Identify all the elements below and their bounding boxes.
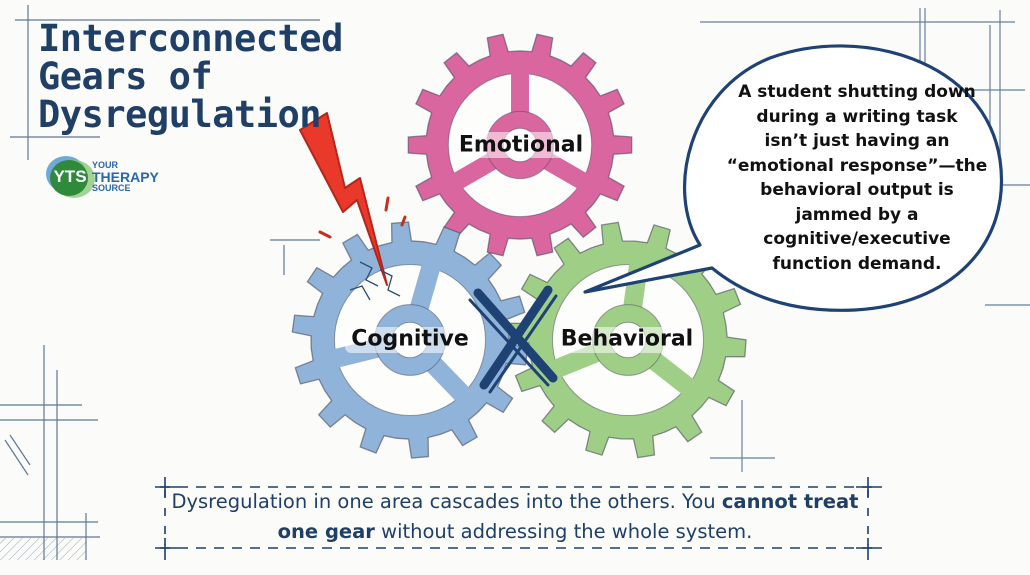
bubble-line: cognitive/executive [763, 229, 951, 249]
footer-box [155, 477, 882, 560]
blueprint-lines-bottom-left [0, 239, 320, 560]
bubble-line: function demand. [772, 253, 942, 274]
logo-mark-text: YTS [53, 167, 87, 186]
title-line: Gears of [38, 55, 213, 98]
gear-label-behavioral: Behavioral [560, 326, 694, 352]
bubble-line: A student shutting down [738, 82, 976, 102]
blueprint-lines-top-right [700, 8, 1030, 306]
page-title: Interconnected Gears of Dysregulation [38, 20, 343, 134]
yts-logo: YTS YOUR THERAPY SOURCE [44, 152, 174, 202]
bubble-line: behavioral output is [760, 180, 954, 200]
gear-emotional [407, 33, 633, 257]
title-line: Interconnected [38, 17, 343, 60]
logo-line3: SOURCE [92, 183, 131, 193]
gears-group [291, 33, 747, 459]
footer-text: Dysregulation in one area cascades into … [171, 490, 722, 513]
gear-cognitive [291, 221, 529, 459]
blueprint-lines-top-left [10, 5, 320, 160]
title-line: Dysregulation [38, 93, 322, 136]
bubble-line: during a writing task [756, 106, 958, 127]
speech-bubble-text: A student shutting down during a writing… [712, 80, 1002, 276]
logo-line2: THERAPY [92, 169, 159, 185]
bubble-line: “emotional response”—the [726, 155, 988, 176]
jam-x-mark [468, 285, 558, 394]
blueprint-crosshair-right [710, 400, 775, 472]
gear-label-emotional: Emotional [458, 132, 584, 158]
footer-caption: Dysregulation in one area cascades into … [160, 487, 870, 547]
gear-label-cognitive: Cognitive [351, 326, 469, 352]
gear-behavioral [509, 221, 747, 459]
bubble-line: isn’t just having an [764, 131, 950, 151]
lightning-bolt-icon [299, 112, 407, 301]
logo-line1: YOUR [92, 160, 119, 170]
bubble-line: jammed by a [795, 204, 919, 225]
footer-emphasis: cannot treat one gear [277, 490, 859, 543]
footer-text: without addressing the whole system. [374, 520, 753, 543]
speech-bubble [583, 44, 1003, 312]
logo-mark-icon [46, 156, 95, 198]
